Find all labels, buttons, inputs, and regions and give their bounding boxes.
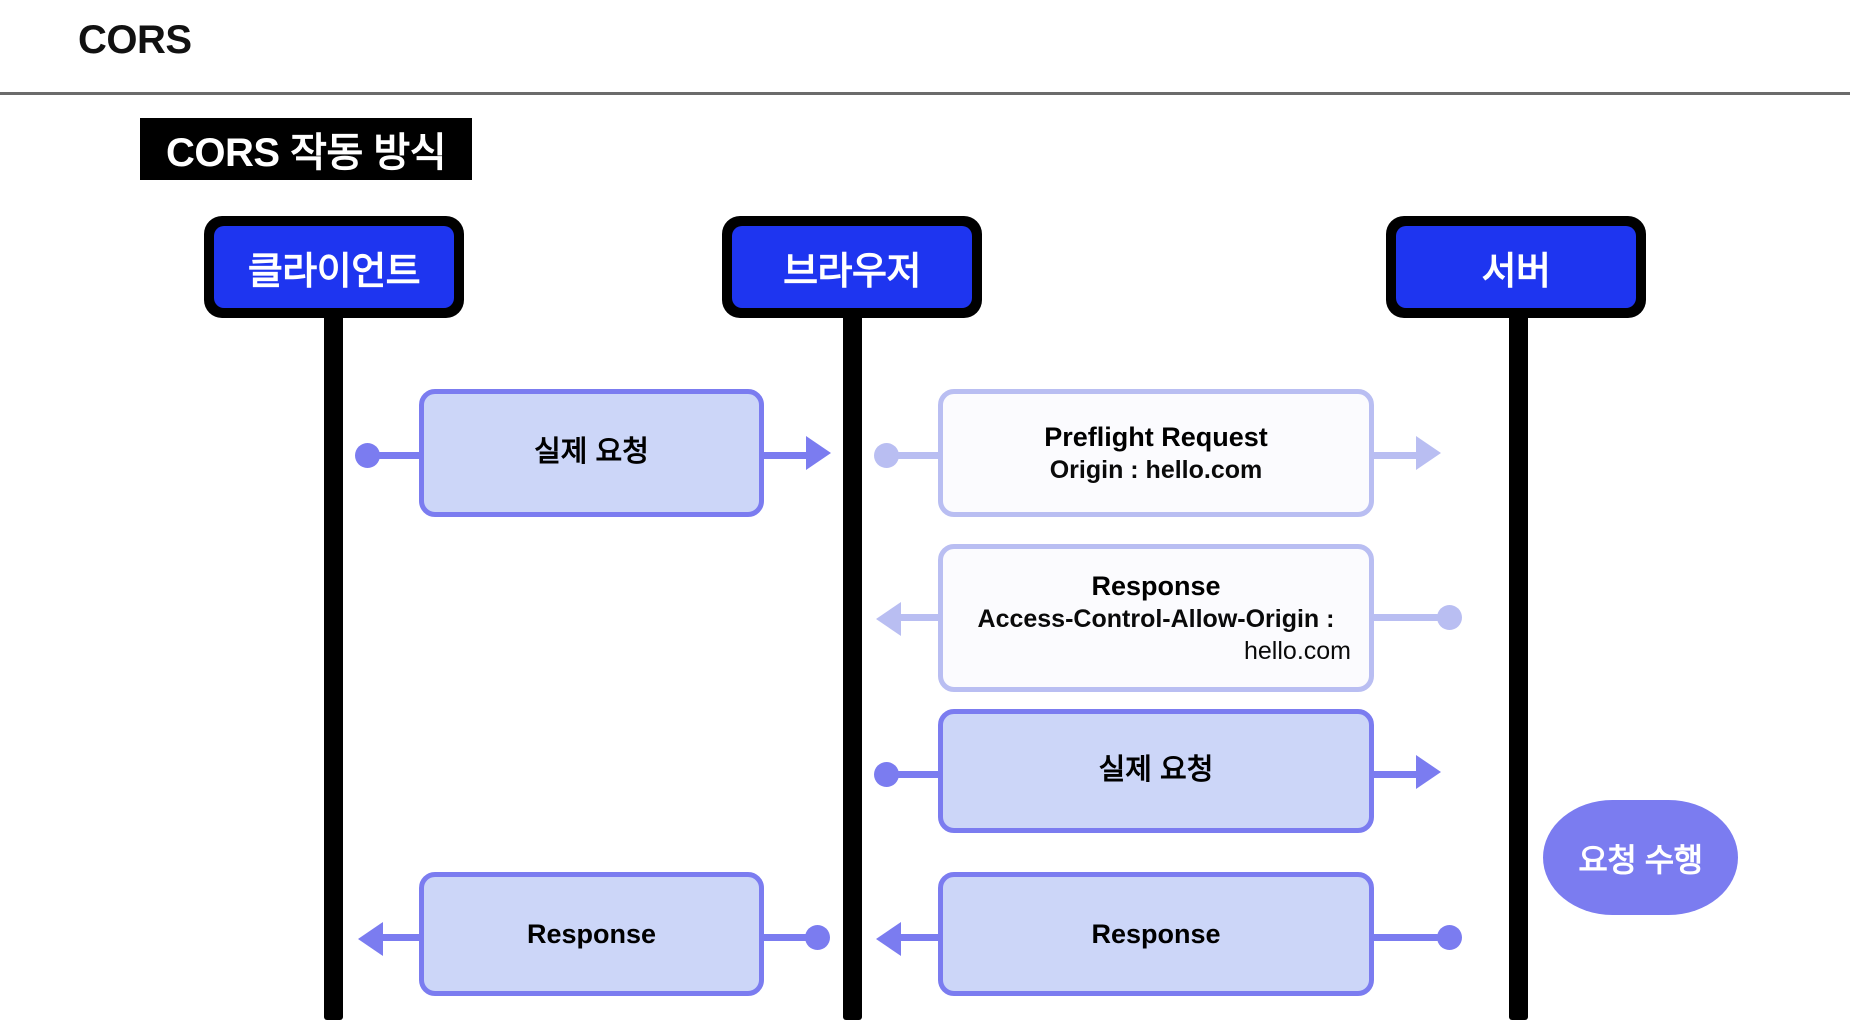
actor-server[interactable]: 서버 (1386, 216, 1646, 318)
message-stem-browser-preflight-left (894, 452, 944, 459)
message-box-server-to-browser-preflight-response[interactable]: Response Access-Control-Allow-Origin : h… (938, 544, 1374, 692)
message-title: Response (1091, 570, 1221, 601)
message-arrowhead-left-server-response (876, 922, 901, 956)
message-stem-server-preflight-response-left (898, 614, 944, 621)
actor-browser-label: 브라우저 (732, 226, 972, 308)
message-title: 실제 요청 (534, 436, 649, 469)
actor-browser[interactable]: 브라우저 (722, 216, 982, 318)
page-title: CORS (78, 18, 192, 62)
message-subtitle-continued: hello.com (1244, 637, 1351, 666)
message-stem-browser-preflight-right (1370, 452, 1420, 459)
lifeline-server (1509, 268, 1528, 1020)
message-stem-server-response-right (1370, 934, 1440, 941)
server-activity-label: 요청 수행 (1578, 841, 1703, 878)
message-stem-server-preflight-response-right (1370, 614, 1440, 621)
message-box-browser-to-server-preflight[interactable]: Preflight Request Origin : hello.com (938, 389, 1374, 517)
message-arrowhead-left-browser-response (358, 922, 383, 956)
section-title-chip: CORS 작동 방식 (140, 118, 472, 180)
message-box-browser-to-client-response[interactable]: Response (419, 872, 764, 996)
message-box-client-to-browser-actual-request[interactable]: 실제 요청 (419, 389, 764, 517)
message-stem-server-response-left (898, 934, 944, 941)
message-stem-client-actual-request-right (760, 452, 810, 459)
actor-server-label: 서버 (1396, 226, 1636, 308)
message-origin-dot-server-preflight-response (1437, 605, 1462, 630)
message-title: Response (526, 918, 657, 949)
message-arrowhead-right-client-actual-request (806, 436, 831, 470)
message-stem-browser-response-right (760, 934, 826, 941)
lifeline-browser (843, 268, 862, 1020)
message-subtitle: Access-Control-Allow-Origin : (977, 605, 1335, 634)
message-title: Preflight Request (1044, 421, 1268, 452)
message-origin-dot-server-response (1437, 925, 1462, 950)
actor-client[interactable]: 클라이언트 (204, 216, 464, 318)
message-origin-dot-browser-response (805, 925, 830, 950)
message-stem-browser-actual-request-right (1370, 771, 1420, 778)
message-stem-browser-response-left (380, 934, 426, 941)
page-header: CORS (0, 0, 1850, 95)
server-activity-badge[interactable]: 요청 수행 (1543, 800, 1738, 915)
message-stem-browser-actual-request-left (894, 771, 944, 778)
message-stem-client-actual-request-left (375, 452, 425, 459)
message-arrowhead-right-browser-preflight (1416, 436, 1441, 470)
lifeline-client (324, 268, 343, 1020)
message-title: 실제 요청 (1098, 754, 1214, 787)
actor-client-label: 클라이언트 (214, 226, 454, 308)
message-box-server-to-browser-response[interactable]: Response (938, 872, 1374, 996)
header-divider (0, 92, 1850, 95)
message-subtitle: Origin : hello.com (1049, 456, 1263, 485)
message-box-browser-to-server-actual-request[interactable]: 실제 요청 (938, 709, 1374, 833)
message-title: Response (1091, 918, 1221, 949)
message-arrowhead-left-server-preflight-response (876, 602, 901, 636)
message-arrowhead-right-browser-actual-request (1416, 755, 1441, 789)
